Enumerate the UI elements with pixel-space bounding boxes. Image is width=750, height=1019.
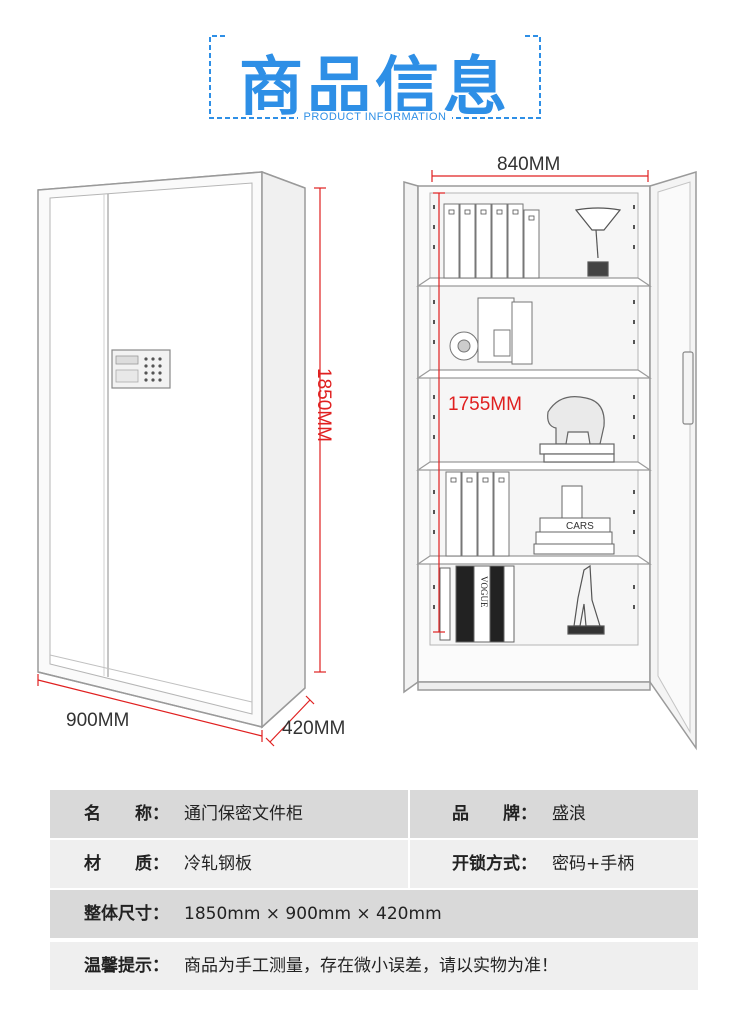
note-value: 商品为手工测量，存在微小误差，请以实物为准！	[184, 956, 558, 976]
shelf-holes	[433, 205, 635, 609]
name-label: 名 称：	[84, 804, 169, 824]
keypad-lock-icon	[111, 349, 171, 389]
elephant-figurine-icon	[539, 396, 615, 463]
dimension-lines-open	[431, 170, 649, 633]
spec-row-size: 整体尺寸： 1850mm × 900mm × 420mm	[50, 890, 698, 938]
note-label: 温馨提示：	[84, 956, 169, 976]
spec-row-material-lock: 材 质： 冷轧钢板 开锁方式： 密码+手柄	[50, 840, 698, 888]
dog-figurine-icon	[567, 564, 605, 635]
dimension-lines-closed	[37, 187, 326, 747]
size-value: 1850mm × 900mm × 420mm	[184, 904, 442, 924]
inner-height-label: 1755MM	[448, 394, 522, 415]
decor-shelf-2	[449, 297, 533, 365]
width-dimension-label: 900MM	[66, 710, 129, 731]
column-divider	[408, 790, 410, 838]
lock-label: 开锁方式：	[452, 854, 537, 874]
binders-top	[443, 203, 540, 279]
spec-row-note: 温馨提示： 商品为手工测量，存在微小误差，请以实物为准！	[50, 942, 698, 990]
door-lock-icon	[682, 351, 694, 425]
cabinet-drawing: 1850MM 900MM 420MM	[37, 154, 697, 751]
vogue-label: VOGUE	[479, 576, 489, 608]
inner-width-label: 840MM	[497, 154, 560, 175]
header: 商品信息 PRODUCT INFORMATION	[0, 0, 750, 140]
depth-dimension-label: 420MM	[282, 718, 345, 739]
name-value: 通门保密文件柜	[184, 804, 303, 824]
title-frame	[209, 35, 541, 119]
page-subtitle: PRODUCT INFORMATION	[0, 111, 750, 123]
binders-middle	[445, 471, 510, 557]
spec-row-name-brand: 名 称： 通门保密文件柜 品 牌： 盛浪	[50, 790, 698, 838]
size-label: 整体尺寸：	[84, 904, 169, 924]
column-divider	[408, 840, 410, 888]
cars-book-label: CARS	[566, 521, 594, 532]
trophy-icon	[574, 207, 622, 277]
height-dimension-label: 1850MM	[313, 368, 334, 442]
closed-cabinet	[37, 170, 306, 729]
material-label: 材 质：	[84, 854, 169, 874]
magazines	[439, 565, 515, 643]
brand-value: 盛浪	[552, 804, 586, 824]
brand-label: 品 牌：	[452, 804, 537, 824]
book-stack	[533, 485, 615, 555]
material-value: 冷轧钢板	[184, 854, 252, 874]
lock-value: 密码+手柄	[552, 854, 635, 874]
